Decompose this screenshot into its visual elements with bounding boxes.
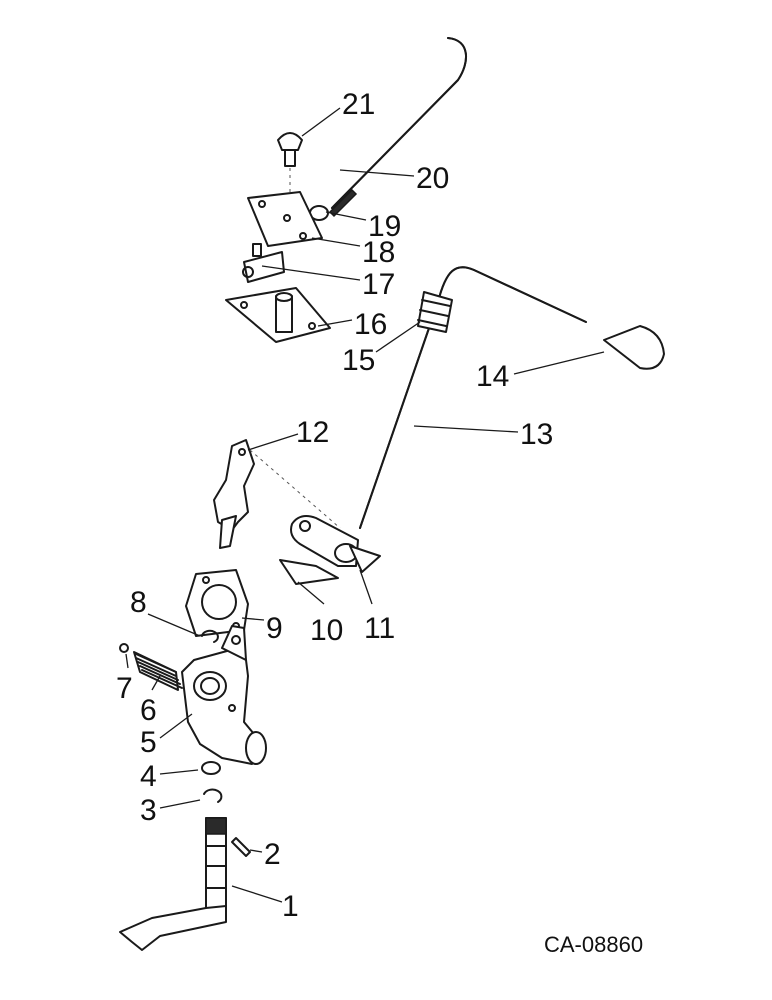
part-snap-ring-upper	[201, 629, 219, 643]
part-lever-arm	[279, 515, 381, 585]
callout-19: 19	[368, 210, 401, 243]
callout-8: 8	[130, 586, 147, 619]
callout-2: 2	[264, 838, 281, 871]
part-pivot-block	[242, 243, 285, 283]
callout-5: 5	[140, 726, 157, 759]
part-o-ring	[201, 761, 221, 775]
part-housing	[181, 625, 267, 765]
callout-21: 21	[342, 88, 375, 121]
part-gearshift-lever	[359, 266, 587, 529]
part-gasket	[185, 569, 249, 637]
part-top-plate	[247, 191, 323, 247]
callout-7: 7	[116, 672, 133, 705]
part-snap-ring-lower	[203, 788, 223, 803]
part-interlock-bracket	[213, 439, 341, 549]
part-bolt	[277, 132, 303, 198]
part-lever-knob	[603, 325, 665, 370]
callout-17: 17	[362, 268, 395, 301]
callout-11: 11	[364, 612, 395, 645]
callout-15: 15	[342, 344, 375, 377]
callout-14: 14	[476, 360, 509, 393]
callout-labels: 1 2 3 4 5 6 7 8 9 10 11 12 13 14 15 16 1…	[116, 88, 553, 923]
callout-10: 10	[310, 614, 343, 647]
reference-code: CA-08860	[544, 932, 643, 957]
part-base-plate	[225, 287, 331, 343]
callout-20: 20	[416, 162, 449, 195]
callout-4: 4	[140, 760, 157, 793]
callout-9: 9	[266, 612, 283, 645]
callout-1: 1	[282, 890, 299, 923]
part-pin	[231, 837, 251, 857]
leader-lines	[125, 107, 605, 903]
part-ball	[119, 643, 129, 653]
callout-18: 18	[362, 236, 395, 269]
part-shift-rod	[328, 37, 468, 218]
callout-6: 6	[140, 694, 157, 727]
part-spring	[133, 651, 183, 691]
part-shifter-shaft	[119, 817, 227, 951]
callout-3: 3	[140, 794, 157, 827]
part-lever-spring	[417, 291, 453, 333]
callout-16: 16	[354, 308, 387, 341]
callout-13: 13	[520, 418, 553, 451]
callout-12: 12	[296, 416, 329, 449]
